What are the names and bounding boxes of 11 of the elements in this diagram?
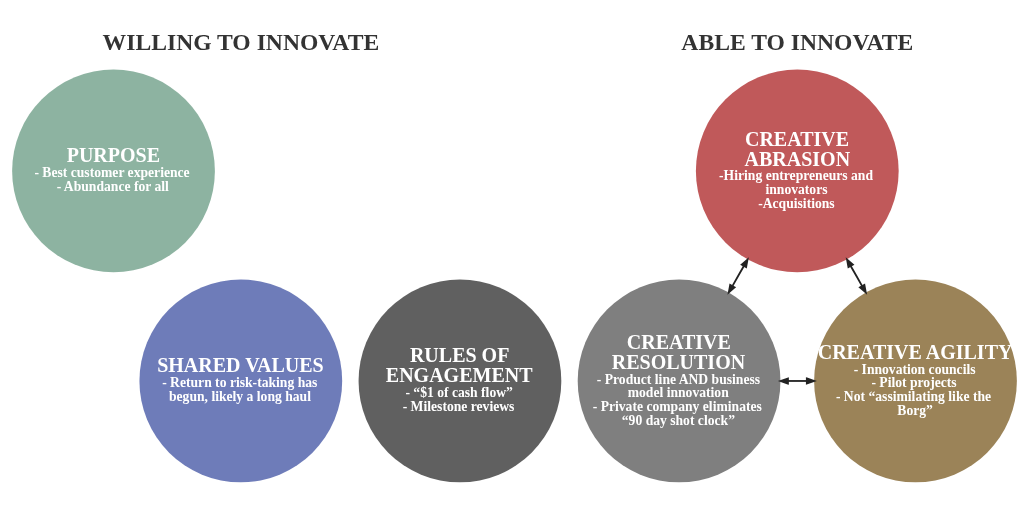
node-circle: SHARED VALUES - Return to risk-taking has begun, likely a long haul bbox=[139, 279, 343, 483]
arrow bbox=[777, 377, 817, 385]
node-circle: CREATIVE RESOLUTION - Product line AND business model innovation - Private company eliminates “90 day shot clock” bbox=[577, 279, 781, 483]
arrow bbox=[845, 257, 868, 295]
node-circle: PURPOSE - Best customer experience - Abundance for all bbox=[12, 69, 215, 273]
label: ABLE TO INNOVATE bbox=[681, 29, 914, 56]
node-circle: CREATIVE AGILITY - Innovation councils - Pilot projects - Not “assimilating like the Borg” bbox=[814, 279, 1017, 483]
arrow bbox=[727, 257, 749, 295]
label: WILLING TO INNOVATE bbox=[102, 29, 380, 56]
node-circle: CREATIVE ABRASION -Hiring entrepreneurs and innovators -Acquisitions bbox=[695, 69, 899, 273]
node-circle: RULES OF ENGAGEMENT - “$1 of cash flow” - Milestone reviews bbox=[358, 279, 562, 483]
